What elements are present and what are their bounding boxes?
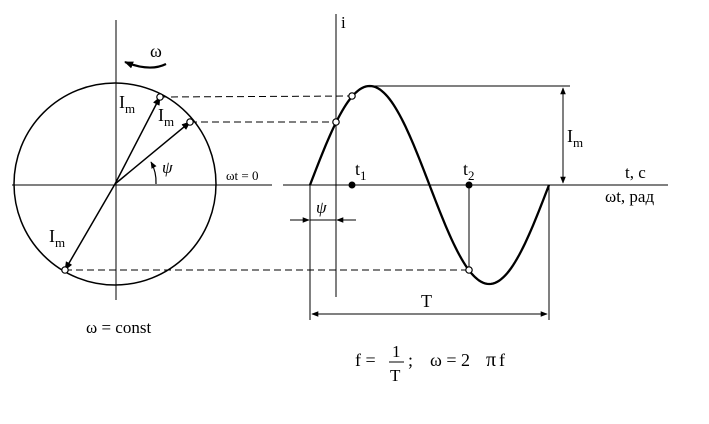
projection-line-1 — [159, 95, 353, 98]
sine-wave — [308, 84, 551, 286]
phasor-vector-3 — [64, 183, 116, 271]
rotation-arrow — [124, 60, 167, 69]
formula: f = 1 T ; ω = 2 π f — [355, 342, 505, 385]
t1-label: t1 — [355, 159, 367, 183]
phasor-circle — [13, 82, 217, 286]
t2-label: t2 — [463, 159, 475, 183]
omega-label: ω — [150, 41, 162, 61]
waveform-plot: i t, c ωt, рад Im t1 t2 ψ T — [61, 13, 668, 320]
phasor-vector-1 — [114, 96, 161, 185]
phasor-diagram: ω ψ Im Im Im ωt = 0 ω = const — [12, 20, 272, 337]
period-label: T — [421, 291, 432, 311]
psi-label-wave: ψ — [316, 198, 327, 217]
t2-dot — [465, 181, 473, 189]
im-label-phasor-1: Im — [119, 92, 135, 116]
phasor-point-3 — [61, 266, 69, 274]
formula-separator: ; — [408, 350, 413, 370]
psi-label-phasor: ψ — [162, 158, 173, 177]
t1-dot — [348, 181, 356, 189]
wt0-label: ωt = 0 — [226, 168, 259, 183]
t-axis-label: t, c — [625, 163, 646, 182]
wave-point-2 — [332, 118, 340, 126]
formula-tail: f — [499, 350, 505, 370]
phasor-point-2 — [186, 118, 194, 126]
wt-axis-label: ωt, рад — [605, 187, 654, 206]
i-axis-label: i — [341, 13, 346, 32]
im-label-wave: Im — [567, 126, 583, 150]
phasor-point-1 — [156, 93, 164, 101]
psi-arc — [150, 161, 157, 185]
formula-numerator: 1 — [392, 342, 401, 361]
formula-pi: π — [486, 349, 496, 371]
im-label-phasor-2: Im — [158, 105, 174, 129]
formula-omega: ω = 2 — [430, 350, 470, 370]
formula-denominator: T — [390, 366, 401, 385]
im-label-phasor-3: Im — [49, 226, 65, 250]
omega-const-note: ω = const — [86, 318, 151, 337]
wave-point-3 — [465, 266, 473, 274]
projection-lines — [65, 95, 469, 271]
wave-point-1 — [348, 92, 356, 100]
phasor-vector-2 — [114, 121, 191, 185]
formula-f: f = — [355, 350, 376, 370]
